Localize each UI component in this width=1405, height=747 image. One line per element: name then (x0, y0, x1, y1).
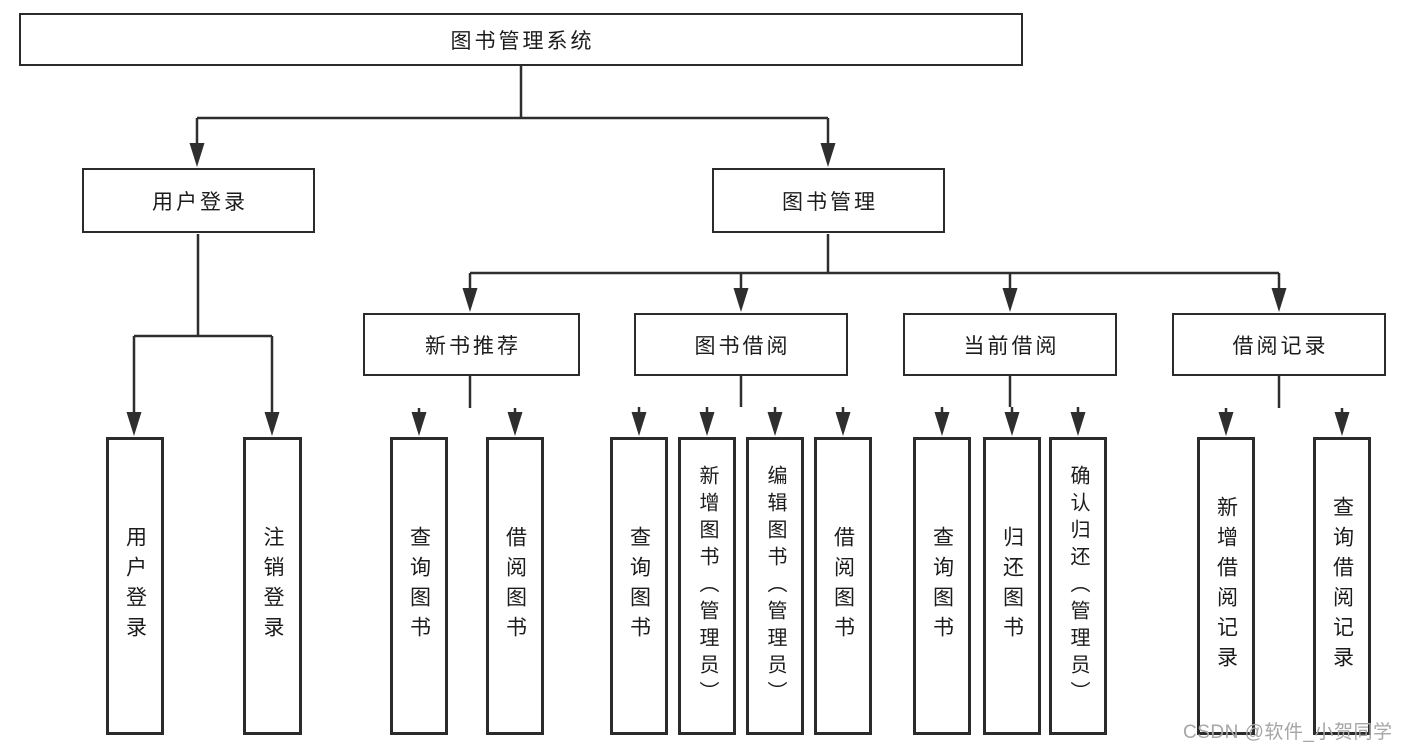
leaf-add-books-admin-label: 新增图书（管理员） (696, 464, 718, 708)
node-book-borrowing: 图书借阅 (634, 313, 848, 376)
leaf-borrow-books-borrowing-label: 借阅图书 (831, 526, 855, 646)
leaf-add-borrow-record: 新增借阅记录 (1197, 437, 1255, 735)
leaf-borrow-books-recommend: 借阅图书 (486, 437, 544, 735)
node-user-login: 用户登录 (82, 168, 315, 233)
leaf-query-books-recommend: 查询图书 (390, 437, 448, 735)
leaf-logout: 注销登录 (243, 437, 302, 735)
node-book-management-label: 图书管理 (782, 190, 878, 214)
leaf-query-books-recommend-label: 查询图书 (407, 526, 431, 646)
leaf-query-borrow-record-label: 查询借阅记录 (1330, 496, 1354, 676)
leaf-return-books-label: 归还图书 (1000, 526, 1024, 646)
leaf-borrow-books-recommend-label: 借阅图书 (503, 526, 527, 646)
node-book-management: 图书管理 (712, 168, 945, 233)
leaf-add-borrow-record-label: 新增借阅记录 (1214, 496, 1238, 676)
node-borrowing-records-label: 借阅记录 (1232, 334, 1329, 358)
leaf-query-books-borrowing: 查询图书 (610, 437, 668, 735)
leaf-user-login: 用户登录 (106, 437, 164, 735)
node-user-login-label: 用户登录 (152, 190, 248, 214)
csdn-watermark: CSDN @软件_小贺同学 (1183, 722, 1393, 743)
leaf-logout-label: 注销登录 (261, 526, 284, 646)
leaf-confirm-return-admin-label: 确认归还（管理员） (1067, 464, 1089, 708)
leaf-user-login-label: 用户登录 (123, 526, 147, 646)
leaf-query-books-current: 查询图书 (913, 437, 971, 735)
node-current-borrowing-label: 当前借阅 (963, 334, 1060, 358)
node-new-book-recommend: 新书推荐 (363, 313, 580, 376)
leaf-add-books-admin: 新增图书（管理员） (678, 437, 736, 735)
leaf-confirm-return-admin: 确认归还（管理员） (1049, 437, 1107, 735)
node-root-label: 图书管理系统 (450, 29, 595, 53)
node-borrowing-records: 借阅记录 (1172, 313, 1386, 376)
node-new-book-recommend-label: 新书推荐 (425, 334, 521, 358)
leaf-query-books-borrowing-label: 查询图书 (627, 526, 651, 646)
leaf-query-books-current-label: 查询图书 (930, 526, 954, 646)
leaf-return-books: 归还图书 (983, 437, 1041, 735)
leaf-borrow-books-borrowing: 借阅图书 (814, 437, 872, 735)
node-root-library-system: 图书管理系统 (19, 13, 1023, 66)
leaf-edit-books-admin-label: 编辑图书（管理员） (764, 464, 786, 708)
node-current-borrowing: 当前借阅 (903, 313, 1117, 376)
leaf-query-borrow-record: 查询借阅记录 (1313, 437, 1371, 735)
leaf-edit-books-admin: 编辑图书（管理员） (746, 437, 804, 735)
node-book-borrowing-label: 图书借阅 (694, 334, 791, 358)
